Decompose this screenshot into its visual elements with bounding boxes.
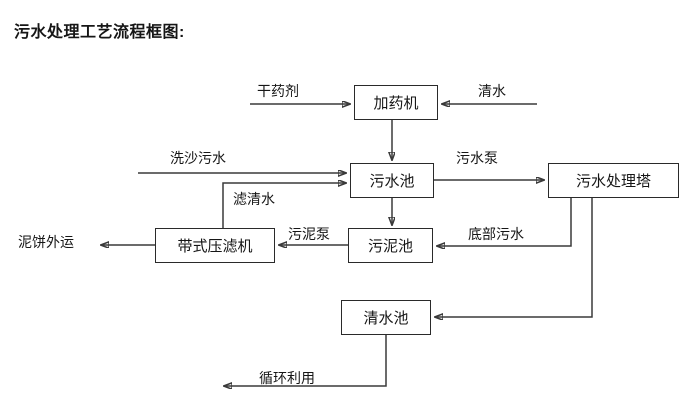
label-filtrate-water: 滤清水 bbox=[233, 191, 275, 207]
node-label: 污泥池 bbox=[367, 238, 413, 255]
page-title: 污水处理工艺流程框图: bbox=[14, 24, 185, 41]
label-bottom-sewage: 底部污水 bbox=[468, 226, 524, 242]
label-recycling-use: 循环利用 bbox=[259, 370, 315, 386]
label-mud-cake-transport: 泥饼外运 bbox=[18, 234, 74, 250]
wire-tower-to-clear-pool bbox=[435, 198, 593, 317]
wire-tower-to-sludge-pool bbox=[437, 198, 572, 246]
label-clean-water: 清水 bbox=[478, 83, 506, 99]
node-dosing-machine[interactable]: 加药机 bbox=[354, 85, 438, 120]
node-label: 污水处理塔 bbox=[575, 173, 651, 190]
label-sludge-pump: 污泥泵 bbox=[288, 226, 330, 242]
node-label: 加药机 bbox=[373, 95, 419, 112]
node-sewage-pool[interactable]: 污水池 bbox=[350, 163, 434, 198]
wire-belt-press-to-sewage-pool bbox=[222, 183, 346, 228]
label-sewage-pump: 污水泵 bbox=[456, 150, 498, 166]
label-sand-washing-sewage: 洗沙污水 bbox=[170, 150, 226, 166]
node-sludge-pool[interactable]: 污泥池 bbox=[348, 228, 433, 263]
node-sewage-treatment-tower[interactable]: 污水处理塔 bbox=[548, 163, 679, 198]
node-label: 清水池 bbox=[363, 310, 409, 327]
node-label: 带式压滤机 bbox=[177, 238, 253, 255]
label-dry-agent: 干药剂 bbox=[257, 83, 299, 99]
wire-clear-pool-to-recycle bbox=[224, 335, 387, 386]
node-belt-filter-press[interactable]: 带式压滤机 bbox=[155, 228, 275, 263]
node-label: 污水池 bbox=[369, 173, 415, 190]
node-clear-water-pool[interactable]: 清水池 bbox=[341, 300, 431, 335]
